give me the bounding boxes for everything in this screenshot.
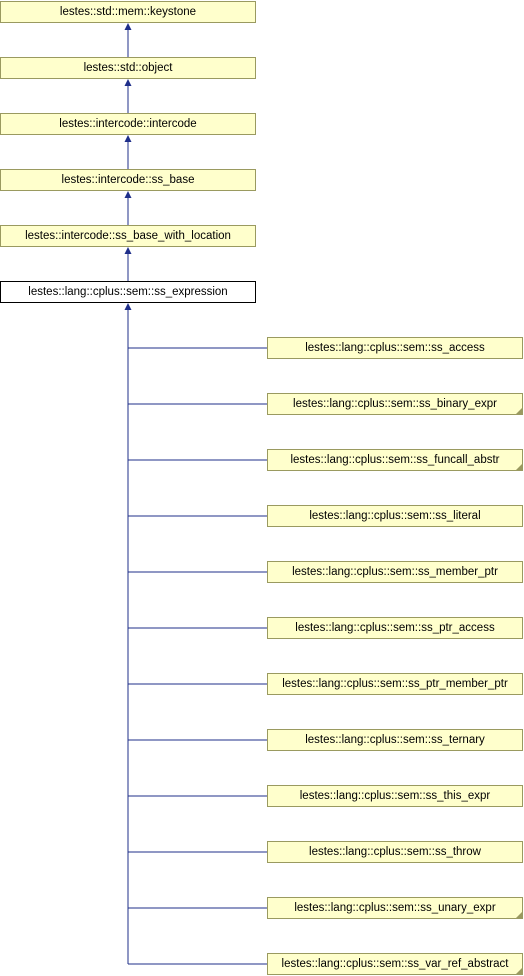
ancestor-class-node[interactable]: lestes::intercode::intercode: [0, 113, 256, 135]
inheritance-arrowhead: [124, 191, 132, 198]
derived-class-node[interactable]: lestes::lang::cplus::sem::ss_unary_expr: [267, 897, 523, 919]
inheritance-arrowhead: [124, 247, 132, 254]
derived-class-node[interactable]: lestes::lang::cplus::sem::ss_var_ref_abs…: [267, 953, 523, 975]
derived-class-node[interactable]: lestes::lang::cplus::sem::ss_binary_expr: [267, 393, 523, 415]
current-class-node: lestes::lang::cplus::sem::ss_expression: [0, 281, 256, 303]
derived-class-node[interactable]: lestes::lang::cplus::sem::ss_ptr_member_…: [267, 673, 523, 695]
inheritance-arrowhead: [124, 135, 132, 142]
derived-class-node[interactable]: lestes::lang::cplus::sem::ss_funcall_abs…: [267, 449, 523, 471]
inheritance-arrowhead: [124, 79, 132, 86]
ancestor-class-node[interactable]: lestes::std::mem::keystone: [0, 1, 256, 23]
ancestor-class-node[interactable]: lestes::intercode::ss_base_with_location: [0, 225, 256, 247]
more-children-marker-icon: [516, 464, 522, 470]
ancestor-class-node[interactable]: lestes::intercode::ss_base: [0, 169, 256, 191]
more-children-marker-icon: [516, 968, 522, 974]
derived-class-node[interactable]: lestes::lang::cplus::sem::ss_access: [267, 337, 523, 359]
ancestor-class-node[interactable]: lestes::std::object: [0, 57, 256, 79]
derived-arrowhead: [124, 303, 132, 310]
derived-class-node[interactable]: lestes::lang::cplus::sem::ss_ptr_access: [267, 617, 523, 639]
derived-class-node[interactable]: lestes::lang::cplus::sem::ss_throw: [267, 841, 523, 863]
derived-class-node[interactable]: lestes::lang::cplus::sem::ss_member_ptr: [267, 561, 523, 583]
more-children-marker-icon: [516, 912, 522, 918]
derived-class-node[interactable]: lestes::lang::cplus::sem::ss_literal: [267, 505, 523, 527]
more-children-marker-icon: [516, 408, 522, 414]
inheritance-arrowhead: [124, 23, 132, 30]
derived-class-node[interactable]: lestes::lang::cplus::sem::ss_this_expr: [267, 785, 523, 807]
derived-class-node[interactable]: lestes::lang::cplus::sem::ss_ternary: [267, 729, 523, 751]
